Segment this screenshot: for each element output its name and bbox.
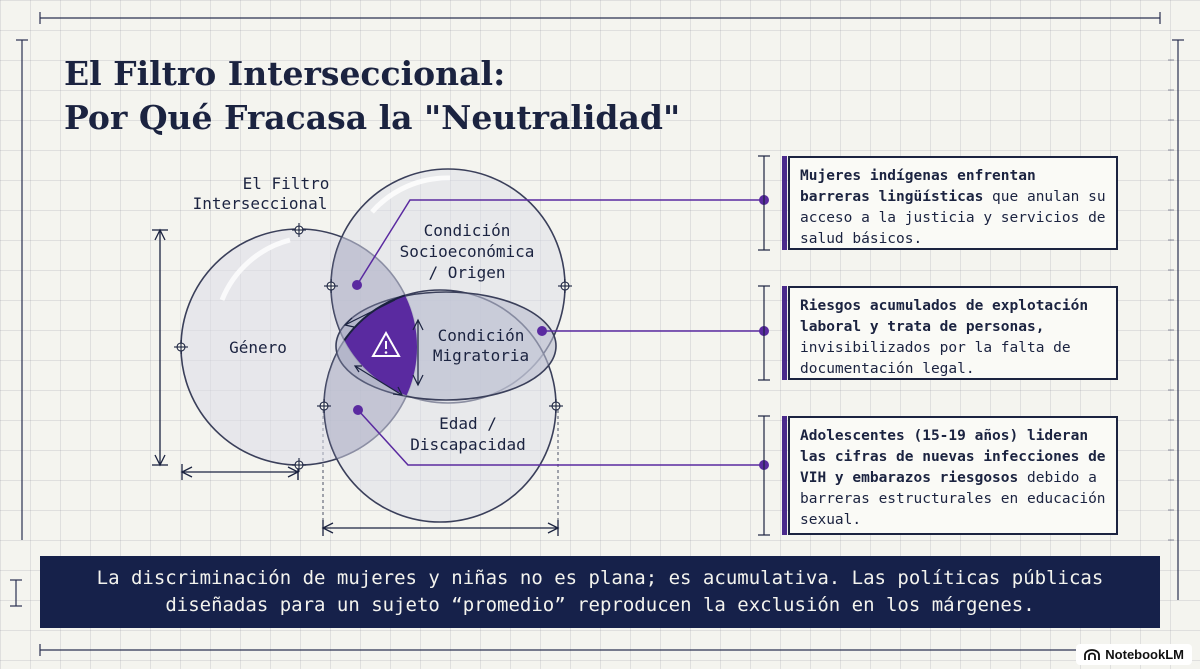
callout-indigenous: Mujeres indígenas enfrentan barreras lin…	[782, 156, 1118, 250]
badge-label: NotebookLM	[1105, 647, 1184, 662]
notebooklm-logo-icon	[1084, 648, 1101, 660]
title-line-2: Por Qué Fracasa la "Neutralidad"	[64, 98, 681, 137]
callout-dimension-markers	[758, 155, 770, 536]
diagram-caption-line-2: Interseccional	[193, 194, 328, 213]
callout-migrant: Riesgos acumulados de explotación labora…	[782, 286, 1118, 380]
label-migratoria-line-2: Migratoria	[433, 346, 529, 365]
page-title: El Filtro Interseccional: Por Qué Fracas…	[64, 52, 680, 140]
diagram-caption-line-1: El Filtro	[243, 174, 330, 193]
label-migratoria-line-1: Condición	[438, 326, 525, 345]
conclusion-banner: La discriminación de mujeres y niñas no …	[40, 556, 1160, 628]
crosshair-markers	[174, 223, 572, 472]
label-edad-line-1: Edad /	[439, 414, 497, 433]
label-socio-line-3: / Origen	[428, 263, 505, 282]
callout-3-bold: Adolescentes (15-19 años) lideran las ci…	[800, 428, 1106, 486]
callout-3-text: debido a barreras estructurales en educa…	[800, 470, 1106, 528]
intersection-highlight	[331, 289, 417, 403]
label-socio-line-2: Socioeconómica	[400, 242, 535, 261]
callout-1-bold: Mujeres indígenas enfrentan barreras lin…	[800, 168, 1036, 205]
banner-line-2: diseñadas para un sujeto “promedio” repr…	[165, 594, 1035, 616]
notebooklm-badge: NotebookLM	[1076, 644, 1192, 665]
label-socio-line-1: Condición	[424, 221, 511, 240]
warning-icon	[371, 330, 401, 357]
callout-adolescents: Adolescentes (15-19 años) lideran las ci…	[782, 416, 1118, 535]
leader-lines	[356, 199, 764, 466]
intersection-arrows	[343, 299, 424, 396]
dimension-lines	[152, 228, 560, 536]
callout-2-text: invisibilizados por la falta de document…	[800, 340, 1071, 377]
label-edad-line-2: Discapacidad	[410, 435, 526, 454]
callout-2-bold: Riesgos acumulados de explotación labora…	[800, 298, 1089, 335]
title-line-1: El Filtro Interseccional:	[64, 54, 506, 93]
banner-line-1: La discriminación de mujeres y niñas no …	[96, 567, 1104, 589]
callout-1-text: que anulan su acceso a la justicia y ser…	[800, 189, 1106, 247]
label-genero: Género	[229, 338, 287, 357]
